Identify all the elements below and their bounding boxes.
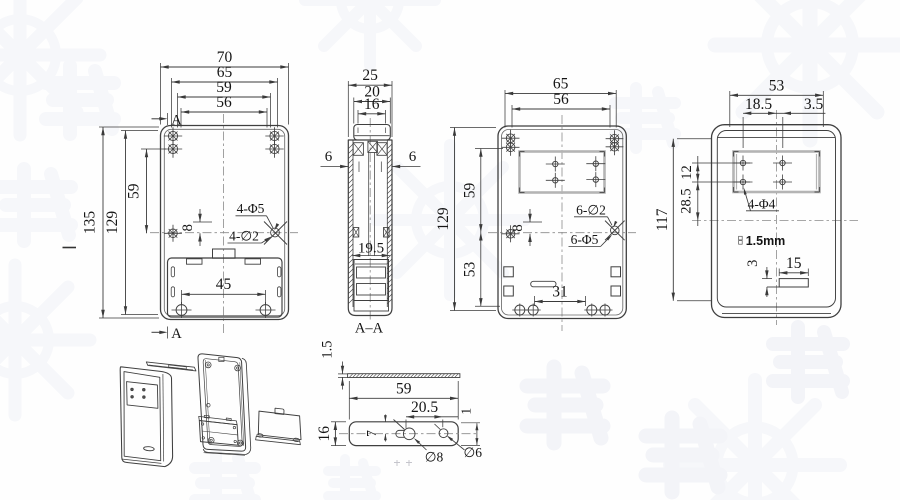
svg-text:A: A	[171, 326, 182, 342]
svg-text:18.5: 18.5	[745, 96, 772, 113]
svg-text:25: 25	[362, 67, 378, 84]
svg-text:16: 16	[316, 426, 333, 442]
svg-text:3: 3	[745, 260, 761, 267]
svg-text:A–A: A–A	[355, 321, 384, 337]
svg-text:129: 129	[435, 207, 452, 231]
svg-text:6: 6	[325, 149, 333, 165]
svg-text:135: 135	[82, 211, 99, 235]
svg-text:19.5: 19.5	[358, 241, 384, 257]
svg-text:1.5: 1.5	[320, 340, 336, 358]
svg-text:28.5: 28.5	[678, 188, 694, 213]
svg-text:129: 129	[104, 211, 121, 235]
svg-text:1: 1	[460, 408, 475, 415]
svg-text:16: 16	[364, 96, 380, 113]
svg-text:8: 8	[510, 224, 526, 232]
svg-text:∅6: ∅6	[463, 445, 482, 460]
svg-text:12: 12	[679, 165, 695, 180]
svg-text:31: 31	[552, 284, 568, 301]
svg-text:7: 7	[364, 430, 379, 437]
svg-text:56: 56	[216, 94, 232, 111]
svg-text:45: 45	[216, 276, 232, 293]
svg-text:70: 70	[217, 49, 233, 66]
svg-text:3.5: 3.5	[804, 96, 824, 113]
svg-text:53: 53	[461, 262, 478, 278]
svg-text:53: 53	[769, 77, 785, 94]
svg-text:65: 65	[553, 76, 569, 93]
svg-text:6-∅2: 6-∅2	[576, 203, 606, 218]
svg-text:59: 59	[126, 183, 143, 199]
svg-text:15: 15	[786, 255, 802, 272]
svg-text:6-Φ5: 6-Φ5	[571, 232, 599, 247]
svg-text:8: 8	[180, 224, 196, 232]
svg-text:59: 59	[396, 380, 412, 397]
svg-text:59: 59	[216, 79, 232, 96]
svg-text:117: 117	[654, 208, 671, 231]
svg-text:20: 20	[364, 84, 380, 101]
svg-text:59: 59	[461, 183, 478, 199]
svg-text:65: 65	[217, 64, 233, 81]
svg-text:6: 6	[409, 149, 417, 165]
svg-text:56: 56	[553, 91, 569, 108]
svg-text:4-Φ5: 4-Φ5	[237, 201, 265, 216]
svg-text:4-Φ4: 4-Φ4	[748, 197, 776, 212]
svg-text:∅8: ∅8	[425, 450, 444, 465]
svg-text:A: A	[171, 112, 182, 128]
svg-text:4-∅2: 4-∅2	[229, 229, 259, 244]
svg-text:20.5: 20.5	[411, 399, 438, 416]
svg-text:1.5mm: 1.5mm	[746, 234, 786, 248]
